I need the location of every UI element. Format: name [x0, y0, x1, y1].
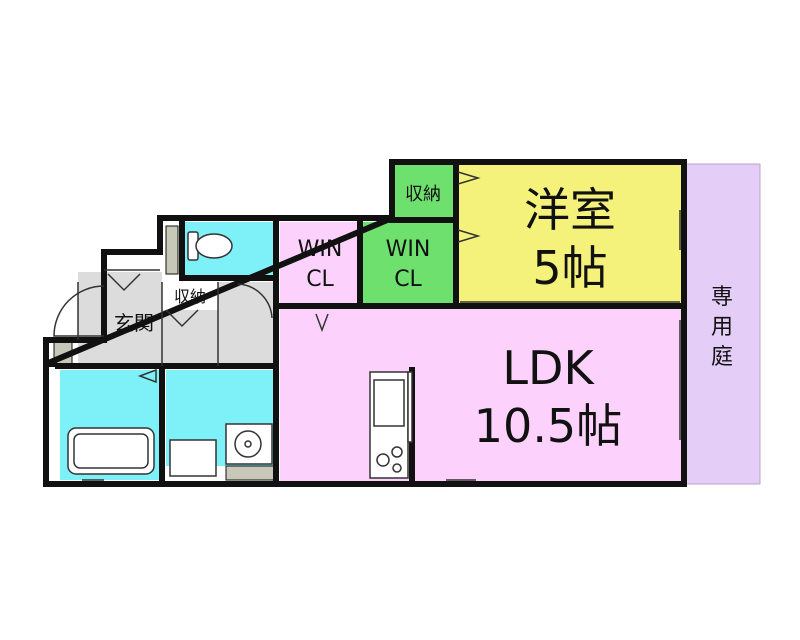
door-swing-icon: [53, 171, 481, 384]
kitchen-sink-icon: [369, 371, 413, 479]
western-room-size: 5帖: [532, 241, 607, 295]
storage-top-label: 収納: [405, 184, 441, 205]
ldk-size: 10.5帖: [474, 399, 622, 453]
pillar-1: [165, 225, 179, 275]
win-cl-2-line1: WIN: [386, 237, 431, 262]
pillar-3: [225, 465, 277, 481]
ldk-name: LDK: [502, 341, 595, 395]
win-cl-2-line2: CL: [394, 267, 422, 292]
toilet-icon: [187, 231, 233, 261]
garden: [684, 163, 761, 485]
storage-top: [392, 164, 454, 220]
entrance-label: 玄関: [114, 311, 154, 335]
garden-label-2: 用: [711, 315, 733, 340]
win-cl-green: [362, 222, 454, 304]
garden-label-1: 専: [711, 285, 733, 310]
win-cl-1-line1: WIN: [298, 237, 343, 262]
stove-icon: [376, 446, 403, 473]
western-room: [456, 164, 684, 304]
storage-mid-label: 収納: [174, 287, 206, 306]
washbasin-icon: [169, 423, 273, 477]
win-cl-1-line2: CL: [306, 267, 334, 292]
ldk-room: [280, 306, 684, 482]
interior-lines: [77, 210, 681, 481]
garden-label-3: 庭: [711, 345, 733, 370]
bathtub-icon: [67, 427, 155, 475]
western-room-name: 洋室: [524, 183, 616, 237]
